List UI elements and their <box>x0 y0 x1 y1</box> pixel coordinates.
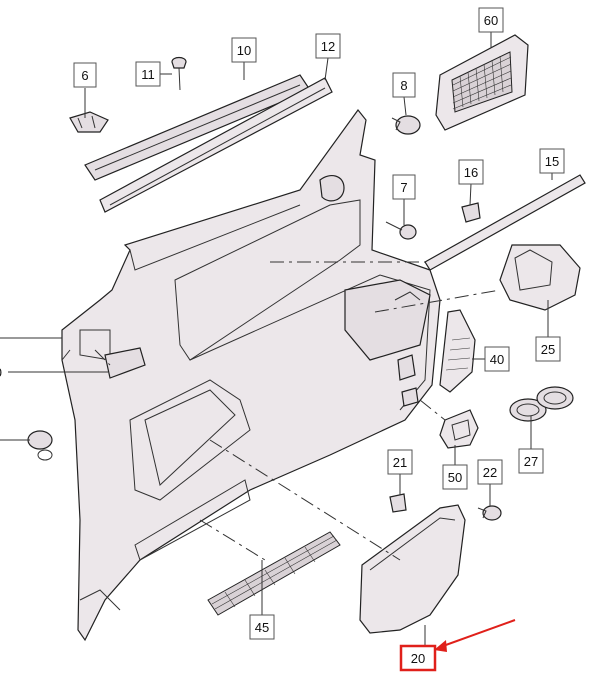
svg-text:20: 20 <box>411 651 425 666</box>
part-22-plug <box>477 505 502 521</box>
grille-mesh-line <box>452 84 512 110</box>
svg-text:45: 45 <box>255 620 269 635</box>
grille-mesh-line <box>452 63 512 92</box>
part-8-plug <box>391 115 421 135</box>
part-16-clip <box>461 202 481 223</box>
callout-21: 21 <box>387 449 413 475</box>
svg-text:50: 50 <box>448 470 462 485</box>
svg-text:12: 12 <box>321 39 335 54</box>
callout-15: 15 <box>539 148 565 174</box>
callout-12: 12 <box>315 33 341 59</box>
svg-text:25: 25 <box>541 342 555 357</box>
svg-text:15: 15 <box>545 154 559 169</box>
callout-50: 50 <box>442 464 468 490</box>
grille-mesh-line <box>452 77 512 104</box>
callout-left-cut: 0 <box>0 365 2 380</box>
part-6-clip <box>69 111 109 133</box>
callout-labels: 6 11 10 12 60 8 7 16 15 25 40 27 50 22 2… <box>0 7 565 672</box>
red-arrow <box>434 619 516 652</box>
part-45-grille <box>207 531 341 616</box>
callout-27: 27 <box>518 448 544 474</box>
svg-text:11: 11 <box>141 67 155 82</box>
svg-text:8: 8 <box>400 78 407 93</box>
left-fastener <box>27 430 53 461</box>
callout-16: 16 <box>458 159 484 185</box>
svg-text:6: 6 <box>81 68 88 83</box>
part-7-screw <box>385 221 417 240</box>
callout-6: 6 <box>73 62 97 88</box>
svg-text:10: 10 <box>237 43 251 58</box>
callout-22: 22 <box>477 459 503 485</box>
callout-10: 10 <box>231 37 257 63</box>
svg-text:40: 40 <box>490 352 504 367</box>
part-20-cover <box>359 504 466 634</box>
part-25-bracket <box>499 244 581 311</box>
upper-trim-strip <box>84 74 333 213</box>
callout-25: 25 <box>535 336 561 362</box>
svg-text:21: 21 <box>393 455 407 470</box>
part-15-strip <box>424 174 586 271</box>
callout-20: 20 <box>399 644 437 672</box>
part-11-screw <box>171 56 187 91</box>
side-trim-panel <box>61 109 441 642</box>
part-40-cover <box>439 309 476 393</box>
callout-7: 7 <box>392 174 416 200</box>
grille-mesh-line <box>452 56 512 86</box>
part-60-vent-grille <box>435 34 529 131</box>
svg-text:60: 60 <box>484 13 498 28</box>
part-27-caps <box>509 386 574 422</box>
grille-mesh-line <box>451 79 456 111</box>
grille-mesh-line <box>452 70 512 98</box>
svg-text:27: 27 <box>524 454 538 469</box>
callout-8: 8 <box>392 72 416 98</box>
callout-45: 45 <box>249 614 275 640</box>
callout-60: 60 <box>478 7 504 33</box>
assembly-lines <box>94 261 501 561</box>
part-21-clip <box>389 493 407 513</box>
leader-lines <box>0 32 553 646</box>
svg-text:22: 22 <box>483 465 497 480</box>
svg-text:0: 0 <box>0 365 2 380</box>
part-50-holder <box>439 409 479 449</box>
svg-text:7: 7 <box>400 180 407 195</box>
svg-text:16: 16 <box>464 165 478 180</box>
callout-40: 40 <box>484 346 510 372</box>
callout-11: 11 <box>135 61 161 87</box>
